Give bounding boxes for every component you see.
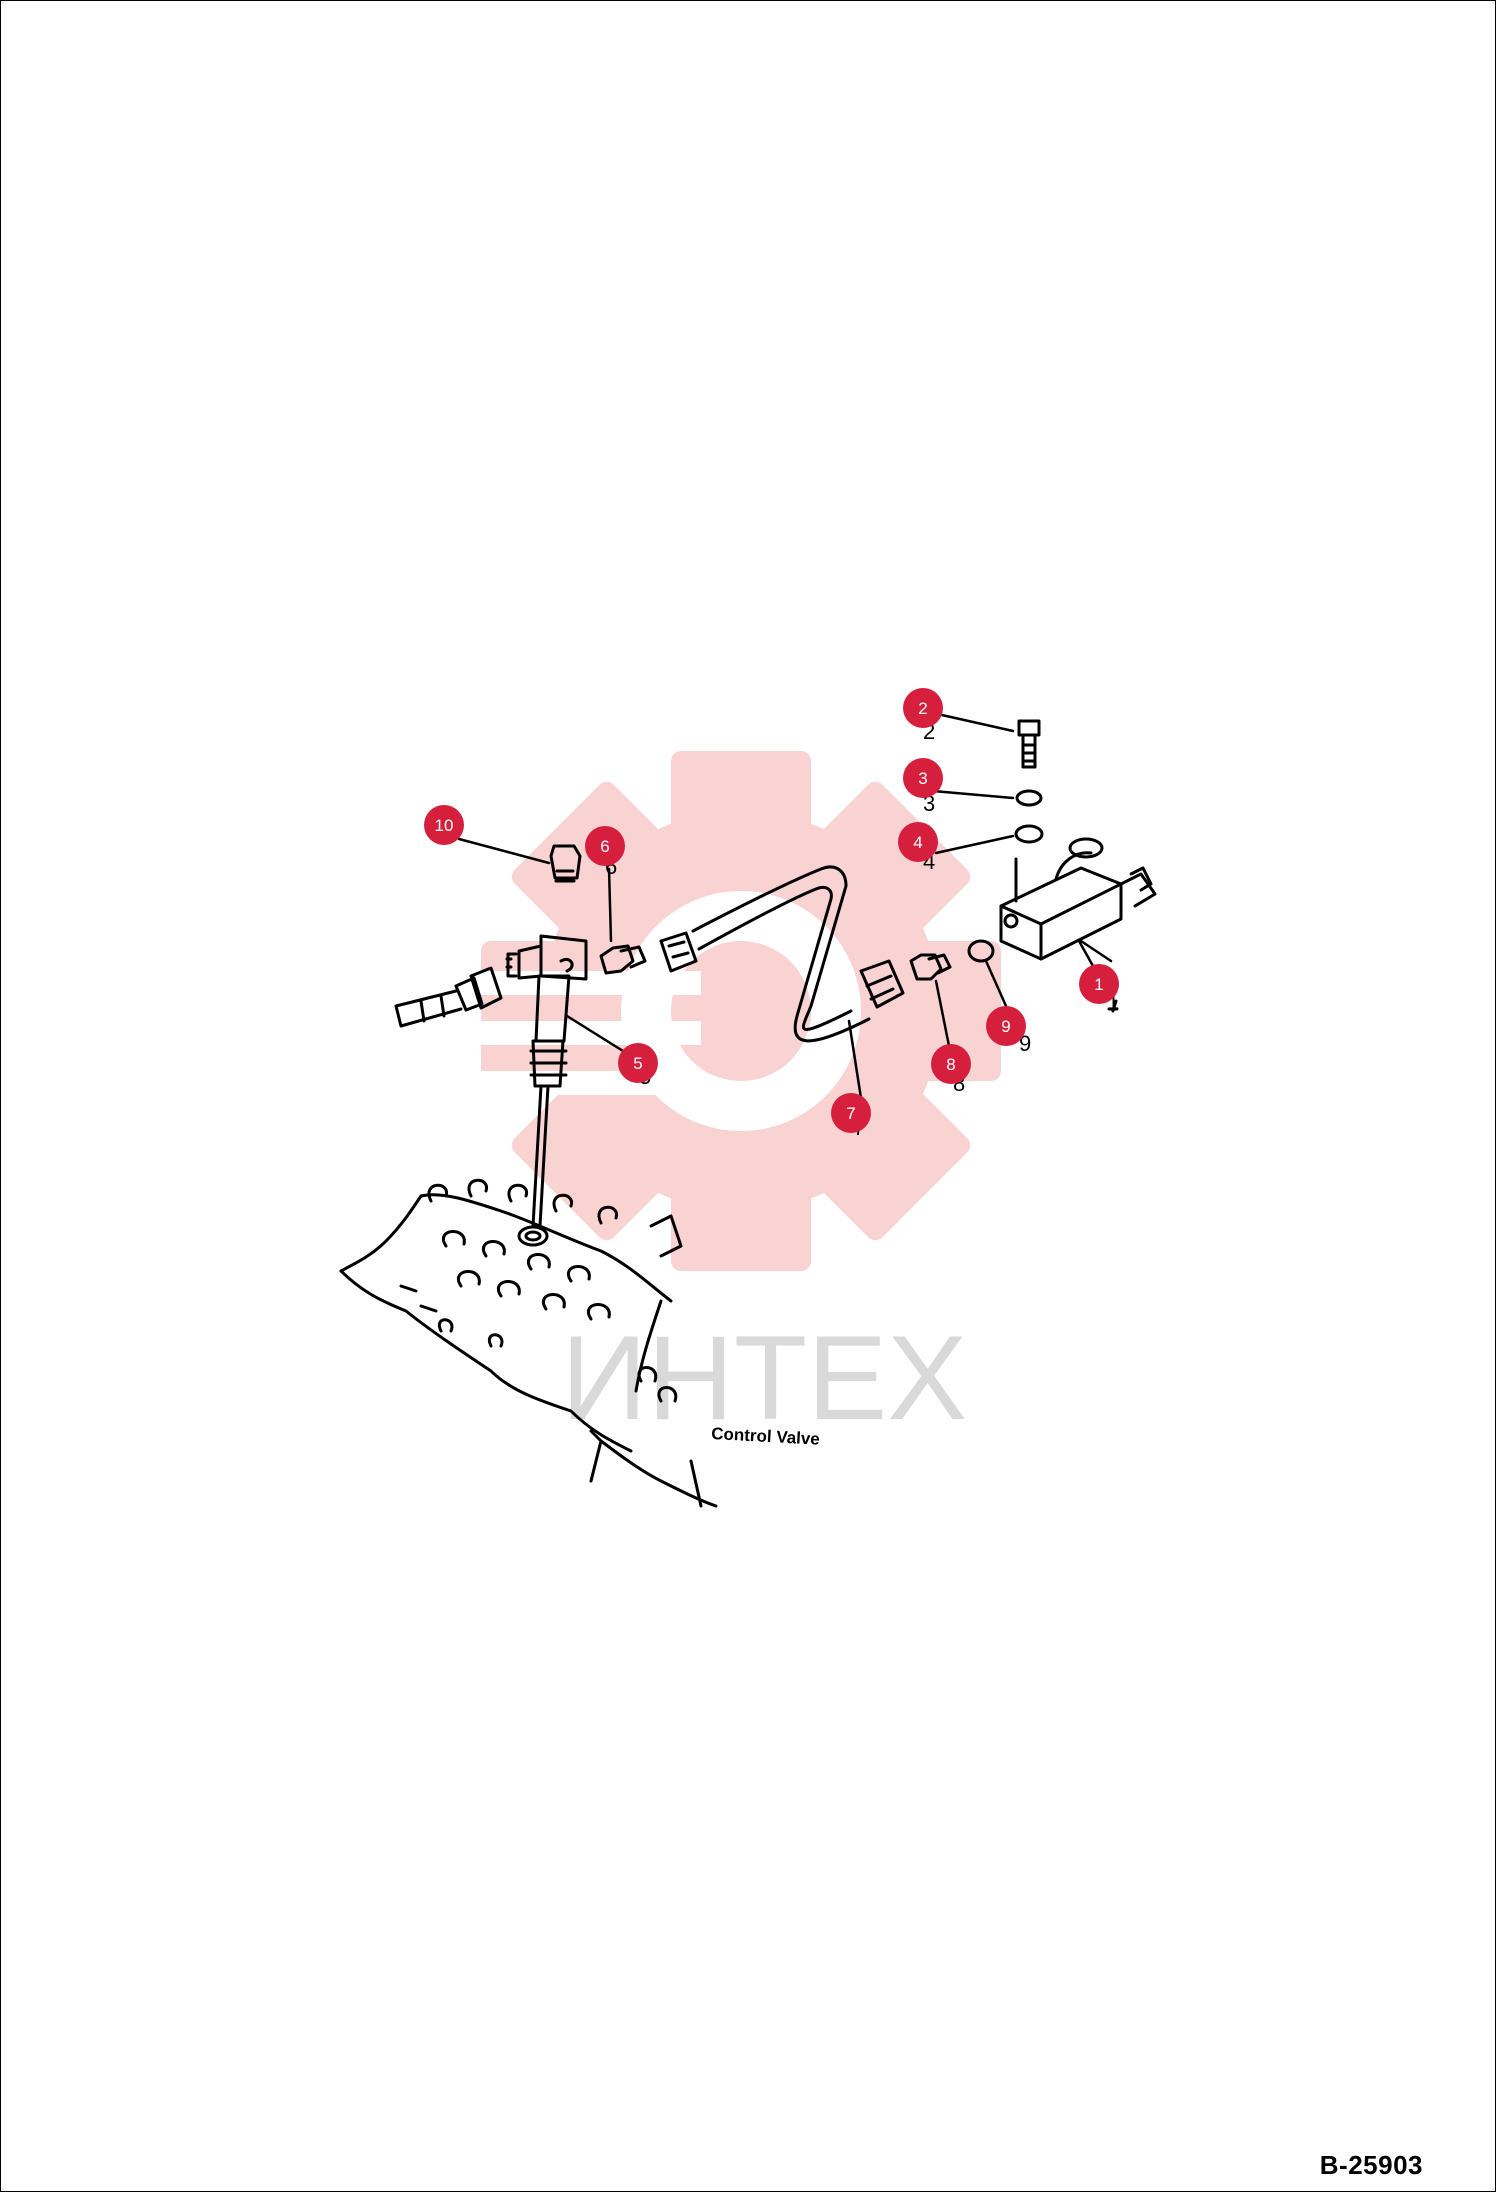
leader-lines — [457, 711, 1113, 1113]
callout-7[interactable]: 7 — [831, 1093, 871, 1133]
bolt-part — [1017, 719, 1041, 769]
control-valve-drawing — [339, 1178, 718, 1508]
elbow-connector-part — [909, 953, 952, 981]
svg-text:8: 8 — [946, 1055, 955, 1074]
svg-text:7: 7 — [846, 1104, 855, 1123]
svg-text:9: 9 — [1001, 1017, 1010, 1036]
callout-2[interactable]: 2 — [903, 688, 943, 728]
pipe-vertical — [531, 1084, 543, 1228]
watermark-logo — [441, 751, 1001, 1271]
lock-washer-part — [1015, 789, 1043, 807]
plug-part — [549, 844, 582, 883]
callout-9[interactable]: 9 — [986, 1006, 1026, 1046]
svg-text:10: 10 — [435, 816, 454, 835]
flat-washer-part — [1014, 824, 1044, 844]
svg-text:4: 4 — [913, 833, 922, 852]
callout-6[interactable]: 6 — [585, 826, 625, 866]
svg-text:5: 5 — [633, 1054, 642, 1073]
svg-text:2: 2 — [918, 699, 927, 718]
svg-text:1: 1 — [1094, 975, 1103, 994]
document-number: B-25903 — [1319, 2150, 1423, 2180]
svg-text:3: 3 — [918, 769, 927, 788]
callout-4[interactable]: 4 — [898, 822, 938, 862]
tee-fitting — [505, 934, 588, 1088]
left-hose-stub — [394, 966, 503, 1028]
watermark-text: ИНТЕХ — [561, 1311, 967, 1445]
connector-part — [599, 944, 647, 975]
callout-3[interactable]: 3 — [903, 758, 943, 798]
callout-1[interactable]: 1 — [1079, 964, 1119, 1004]
svg-text:6: 6 — [600, 837, 609, 856]
valve-block-part — [999, 837, 1157, 961]
callout-10[interactable]: 10 — [424, 805, 464, 845]
o-ring-part — [967, 939, 995, 963]
hose-assembly — [659, 865, 905, 1043]
callout-badges: 1 2 3 4 5 6 7 — [424, 688, 1119, 1133]
callout-8[interactable]: 8 — [931, 1044, 971, 1084]
callout-5[interactable]: 5 — [618, 1043, 658, 1083]
line-art — [339, 711, 1157, 1508]
